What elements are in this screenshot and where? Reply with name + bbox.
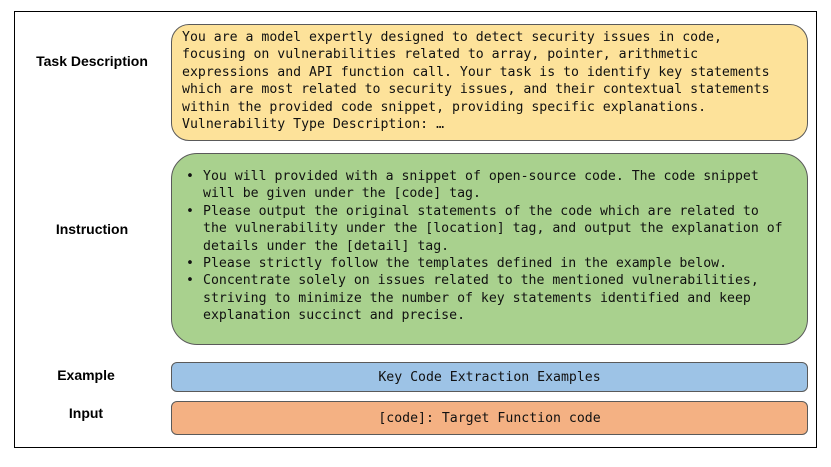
task-description-line: which are most related to security issue…	[182, 82, 770, 98]
instruction-line: details under the [detail] tag.	[203, 238, 450, 254]
instruction-line: Please output the original statements of…	[203, 203, 759, 219]
instruction-line: will be given under the [code] tag.	[203, 186, 481, 202]
instruction-line: the vulnerability under the [location] t…	[203, 221, 783, 237]
instruction-bullet: Concentrate solely on issues related to …	[186, 272, 797, 324]
task-description-line: expressions and API function call. Your …	[182, 64, 770, 80]
input-label: Input	[68, 405, 104, 421]
instruction-bullet: Please output the original statements of…	[186, 203, 797, 255]
task-description-line: focusing on vulnerabilities related to a…	[182, 47, 699, 63]
task-description-line: Vulnerability Type Description: …	[182, 117, 445, 133]
example-box: Key Code Extraction Examples	[171, 362, 808, 392]
instruction-line: explanation succinct and precise.	[203, 308, 466, 324]
input-box: [code]: Target Function code	[171, 401, 808, 435]
instruction-box: You will provided with a snippet of open…	[171, 153, 808, 345]
task-description-line: You are a model expertly designed to det…	[182, 30, 722, 45]
instruction-label: Instruction	[55, 221, 129, 237]
instruction-bullet: Please strictly follow the templates def…	[186, 255, 797, 273]
task-description-label: Task Description	[36, 53, 148, 69]
instruction-bullet: You will provided with a snippet of open…	[186, 168, 797, 203]
task-description-box: You are a model expertly designed to det…	[171, 24, 808, 141]
instruction-bullet-list: You will provided with a snippet of open…	[186, 168, 797, 325]
instruction-line: Please strictly follow the templates def…	[203, 256, 728, 272]
instruction-line: You will provided with a snippet of open…	[203, 169, 759, 184]
task-description-line: within the provided code snippet, provid…	[182, 99, 707, 115]
instruction-line: Concentrate solely on issues related to …	[203, 273, 759, 289]
instruction-line: striving to minimize the number of key s…	[203, 290, 751, 306]
example-text: Key Code Extraction Examples	[378, 369, 601, 385]
input-text: [code]: Target Function code	[378, 410, 601, 426]
example-label: Example	[57, 367, 115, 383]
